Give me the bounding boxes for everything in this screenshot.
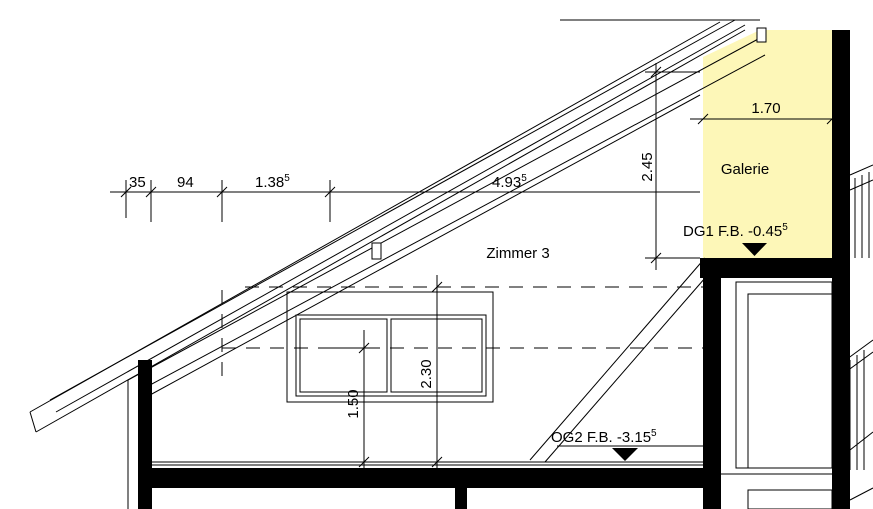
dimension-label-230: 2.30	[418, 359, 435, 388]
dimension-label-170: 1.70	[751, 100, 780, 117]
level-label-og2: OG2 F.B. -3.155	[551, 428, 657, 446]
level-marker-og2	[612, 448, 638, 461]
dimension-galerie-height	[645, 63, 700, 270]
dimension-label-138: 1.385	[255, 173, 290, 191]
dimension-chain-top	[110, 180, 700, 222]
roof-rafters	[29, 19, 766, 433]
dimension-label-245: 2.45	[639, 152, 656, 181]
galerie-area	[703, 30, 832, 258]
stair-railing	[831, 164, 873, 501]
dimension-galerie-width	[690, 113, 838, 125]
dimension-window-top	[431, 275, 443, 470]
floor-finish	[127, 380, 705, 509]
dimension-sill-height	[320, 330, 380, 470]
dimension-label-94: 94	[177, 174, 194, 191]
diagonal-strut	[529, 257, 713, 463]
room-label-zimmer: Zimmer 3	[486, 245, 549, 262]
door-frame	[720, 281, 833, 509]
dimension-label-493: 4.935	[492, 173, 527, 191]
hidden-lines	[221, 286, 703, 380]
room-label-galerie: Galerie	[721, 161, 769, 178]
dimension-label-150: 1.50	[345, 389, 362, 418]
anchor-markers	[371, 27, 767, 260]
level-label-dg1: DG1 F.B. -0.455	[683, 222, 788, 240]
dimension-label-35: 35	[129, 174, 146, 191]
level-marker-dg1	[742, 243, 767, 256]
window	[286, 291, 494, 403]
